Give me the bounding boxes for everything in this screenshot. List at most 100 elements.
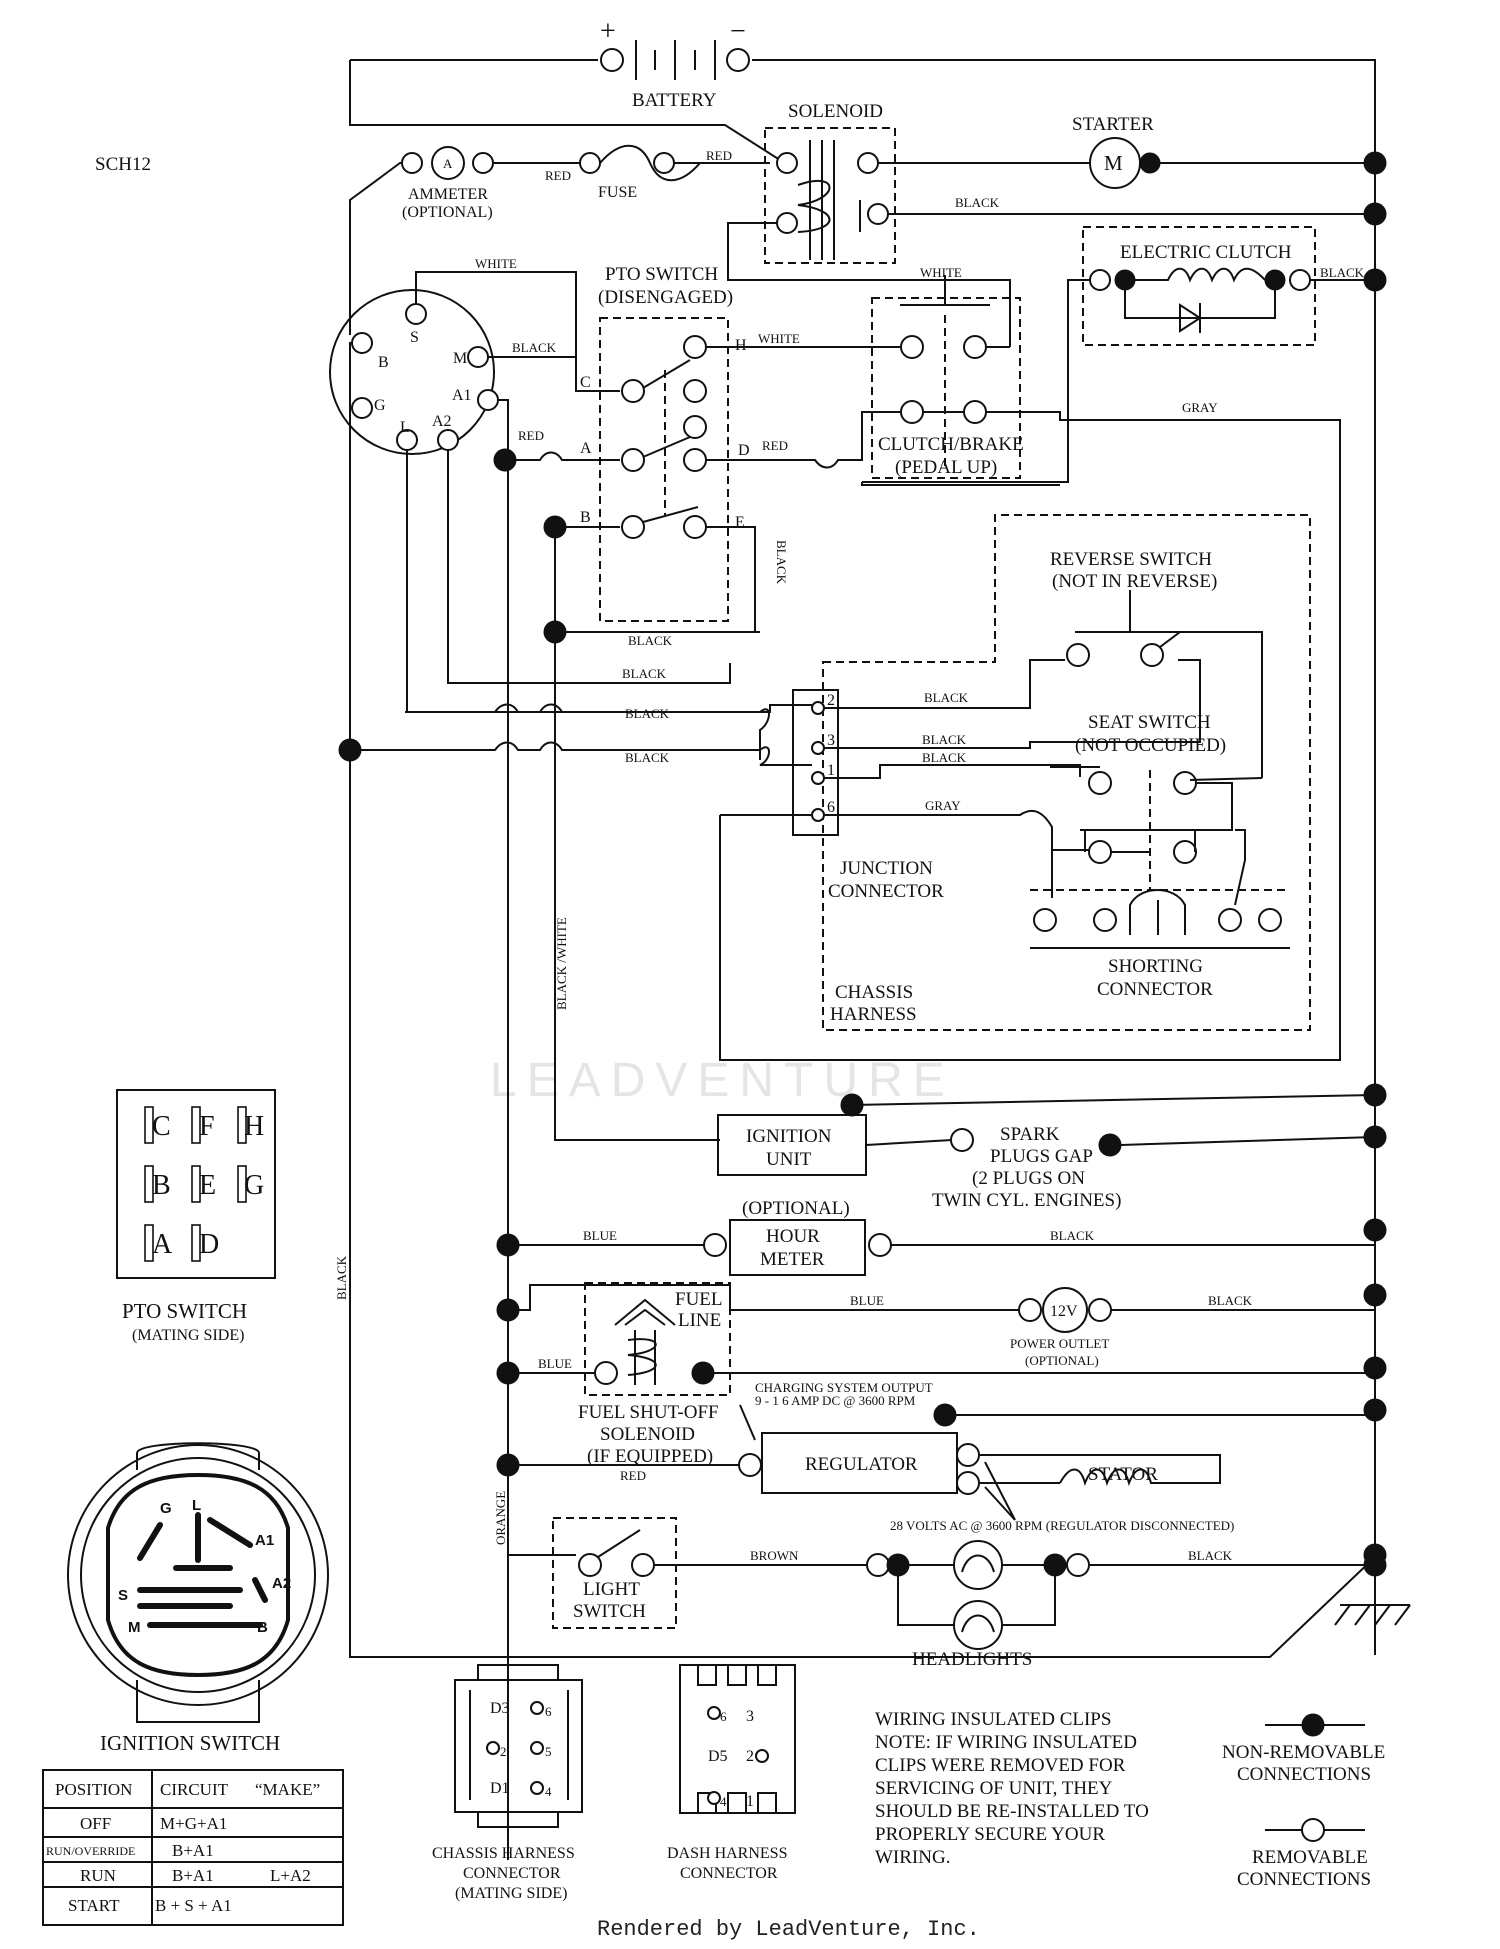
dhc-pin-4: 4 [720,1794,727,1809]
pto-mating-title: PTO SWITCH [122,1299,247,1323]
chc-pin-2: 2 [500,1744,507,1759]
wire-black-hour: BLACK [1050,1228,1095,1243]
fuel-solenoid-label-2: SOLENOID [600,1424,695,1445]
wire-black-outlet: BLACK [1208,1293,1253,1308]
starter: M STARTER [1072,114,1375,189]
wire-black-2: BLACK [622,666,667,681]
wire-orange: ORANGE [493,1491,508,1545]
wire-black-3: BLACK [625,750,670,765]
pto-pin-a: A [152,1229,173,1260]
note-line-7: WIRING. [875,1847,950,1868]
reverse-switch-label: REVERSE SWITCH [1050,549,1212,570]
wire-black-a2: BLACK [625,706,670,721]
ammeter-note: (OPTIONAL) [402,204,493,221]
shorting-connector-label-1: SHORTING [1108,956,1203,977]
stator-note: 28 VOLTS AC @ 3600 RPM (REGULATOR DISCON… [890,1518,1234,1533]
ign-face-a1: A1 [255,1532,274,1549]
credit-line: Rendered by LeadVenture, Inc. [597,1917,980,1942]
wire-black-pin3: BLACK [922,732,967,747]
jc-pin-6: 6 [827,799,835,816]
wire-gray-top: GRAY [1182,400,1218,415]
wire-red-sol: RED [706,148,732,163]
clutch-brake: GRAY CLUTCH/BRAKE (PEDAL UP) [719,275,1341,1061]
ign-face-s: S [118,1587,128,1604]
chassis-harness: CHASSIS HARNESS [822,514,1311,1031]
note-line-6: PROPERLY SECURE YOUR [875,1824,1105,1845]
pto-pin-g: G [244,1170,264,1201]
jc-pin-1: 1 [827,762,835,779]
ign-face-g: G [160,1500,172,1517]
charging-label-1: CHARGING SYSTEM OUTPUT [755,1380,933,1395]
pto-term-a: A [580,440,592,457]
chassis-connector-label-1: CHASSIS HARNESS [432,1845,575,1862]
legend-non-removable-1: NON-REMOVABLE [1222,1742,1385,1763]
pto-switch-state: (DISENGAGED) [598,287,733,308]
fuel-solenoid-label-3: (IF EQUIPPED) [587,1446,713,1467]
wire-gray-pin6: GRAY [925,798,961,813]
note-line-2: NOTE: IF WIRING INSULATED [875,1732,1137,1753]
junction-connector-label-1: JUNCTION [840,858,933,879]
fuel-line-label-1: FUEL [675,1289,723,1310]
pto-term-h: H [735,337,747,354]
chassis-connector-label-2: CONNECTOR [463,1865,561,1882]
pto-switch: PTO SWITCH (DISENGAGED) C A B H D E WHIT… [580,264,1040,632]
junction-connector-label-2: CONNECTOR [828,881,944,902]
ammeter-label: AMMETER [408,186,488,203]
ignition-unit: IGNITION UNIT SPARK PLUGS GAP (2 PLUGS O… [555,1093,1376,1211]
power-outlet-value: 12V [1050,1303,1078,1320]
pto-switch-title: PTO SWITCH [605,264,718,285]
fuel-shutoff-solenoid: FUEL LINE BLUE FUEL SHUT-OFF SOLENOID (I… [496,1282,1375,1467]
note-line-5: SHOULD BE RE-INSTALLED TO [875,1801,1149,1822]
ign-term-g: G [374,397,386,414]
power-outlet-note: (OPTIONAL) [1025,1353,1099,1368]
ign-face-a2: A2 [272,1575,291,1592]
pto-term-c: C [580,374,591,391]
dash-harness-connector: 6 3 D5 2 4 1 DASH HARNESS CONNECTOR [667,1664,796,1882]
jc-pin-2: 2 [827,692,835,709]
pto-term-b: B [580,509,591,526]
chc-pin-d1: D1 [490,1780,510,1797]
red-bus: RED BLACK BLACK /WHITE [493,428,760,1141]
spark-label-2: PLUGS GAP [990,1146,1093,1167]
ground-symbol [1334,1604,1411,1626]
wire-brown: BROWN [750,1548,799,1563]
chassis-connector-label-3: (MATING SIDE) [455,1885,567,1902]
regulator-label: REGULATOR [805,1454,918,1475]
note-line-1: WIRING INSULATED CLIPS [875,1709,1111,1730]
chc-pin-4: 4 [545,1784,552,1799]
light-switch-label-1: LIGHT [583,1579,640,1600]
headlights: BLACK HEADLIGHTS [866,1540,1387,1670]
wire-red-d: RED [762,438,788,453]
tbl-r1-pos: RUN/OVERRIDE [46,1844,135,1858]
electric-clutch: ELECTRIC CLUTCH BLACK [862,226,1375,483]
wire-black-e: BLACK [774,540,789,585]
fuel-solenoid-label-1: FUEL SHUT-OFF [578,1402,719,1423]
reverse-switch: REVERSE SWITCH (NOT IN REVERSE) [1050,549,1263,778]
wire-black-clutch: BLACK [1320,265,1365,280]
dash-connector-label-2: CONNECTOR [680,1865,778,1882]
clutch-brake-label: CLUTCH/BRAKE [878,434,1024,455]
tbl-r2-make: L+A2 [270,1866,311,1885]
chassis-harness-label-1: CHASSIS [835,982,913,1003]
chassis-harness-label-2: HARNESS [830,1004,917,1025]
wire-black-m: BLACK [512,340,557,355]
dhc-pin-6: 6 [720,1709,727,1724]
ground-rail-junctions [1363,151,1387,1567]
ignition-switch-face: G L A1 S A2 M B IGNITION SWITCH [67,1442,329,1755]
jc-pin-3: 3 [827,732,835,749]
watermark: LEADVENTURE [490,1054,955,1107]
fuse: RED RED FUSE [493,144,770,201]
hour-meter-note: (OPTIONAL) [742,1198,850,1219]
regulator: CHARGING SYSTEM OUTPUT 9 - 1 6 AMP DC @ … [496,1380,1375,1533]
pto-pin-f: F [199,1111,215,1142]
seat-switch-state: (NOT OCCUPIED) [1075,735,1226,756]
pto-mating-subtitle: (MATING SIDE) [132,1327,244,1344]
wire-black-white: BLACK /WHITE [554,917,569,1010]
shorting-connector-label-2: CONNECTOR [1097,979,1213,1000]
spark-label-4: TWIN CYL. ENGINES) [932,1190,1121,1211]
legend-removable-1: REMOVABLE [1252,1847,1368,1868]
ign-term-m: M [453,350,467,367]
wire-red-ign: RED [518,428,544,443]
wire-blue-hour: BLUE [583,1228,617,1243]
